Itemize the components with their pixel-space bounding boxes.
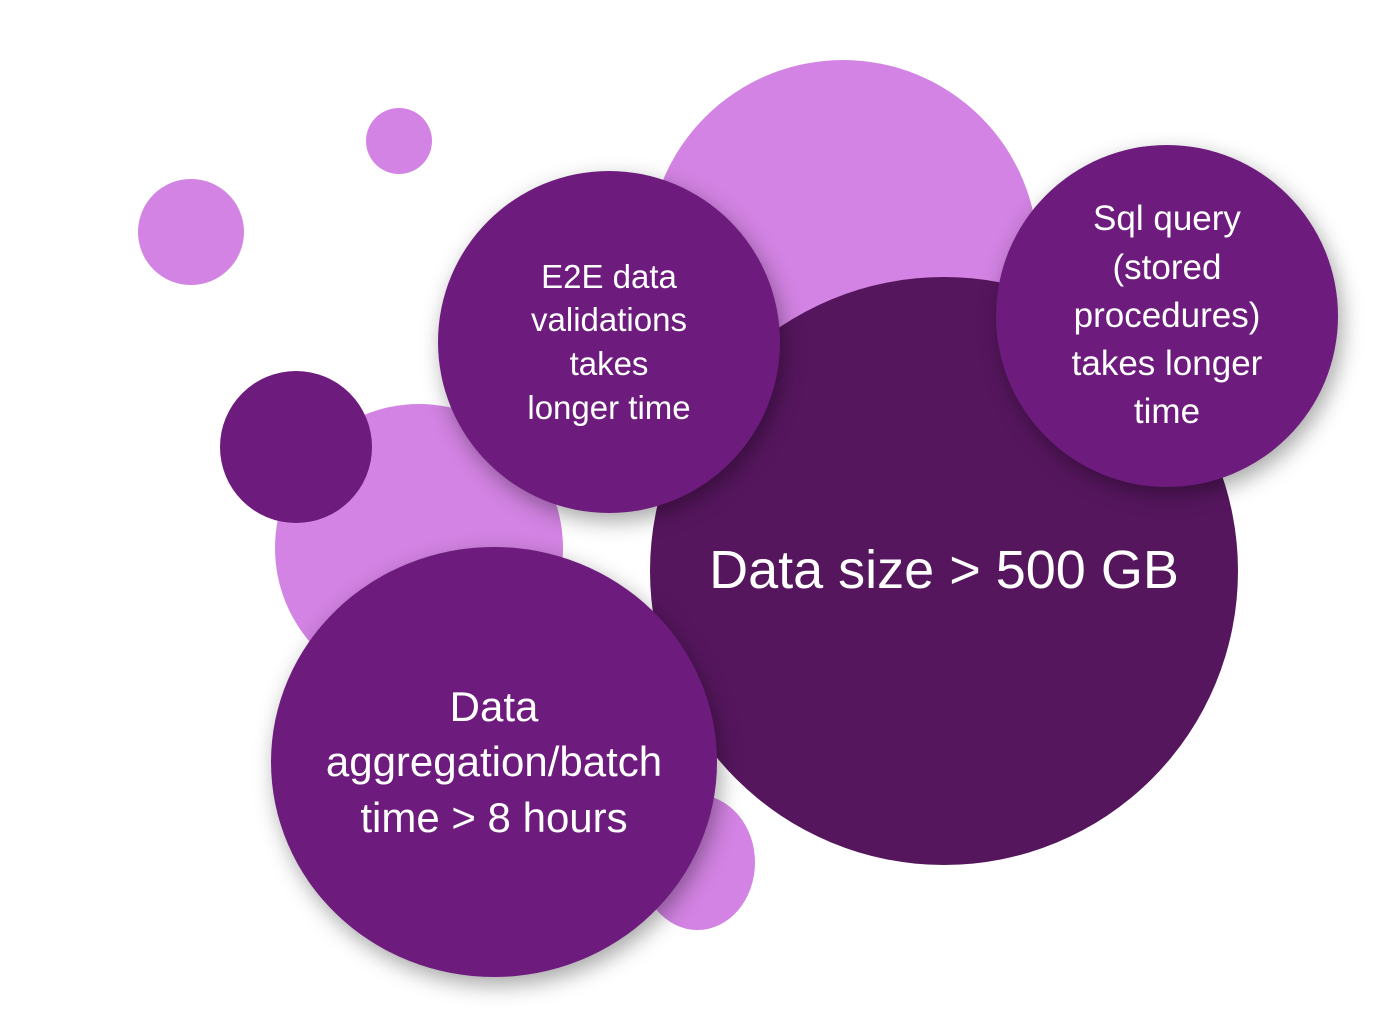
- decorative-bubble-dark: [220, 371, 372, 523]
- decorative-bubble-small: [138, 179, 244, 285]
- bubble-aggregation: Data aggregation/batch time > 8 hours: [271, 547, 717, 977]
- bubble-e2e-validations: E2E data validations takes longer time: [438, 171, 780, 513]
- bubble-aggregation-label: Data aggregation/batch time > 8 hours: [325, 682, 663, 841]
- bubble-e2e-validations-label: E2E data validations takes longer time: [527, 257, 691, 426]
- decorative-bubble-tiny: [366, 108, 432, 174]
- bubble-sql-query: Sql query (stored procedures) takes long…: [996, 145, 1338, 487]
- bubble-sql-query-label: Sql query (stored procedures) takes long…: [1071, 199, 1263, 432]
- bubble-data-size-label: Data size > 500 GB: [709, 540, 1179, 601]
